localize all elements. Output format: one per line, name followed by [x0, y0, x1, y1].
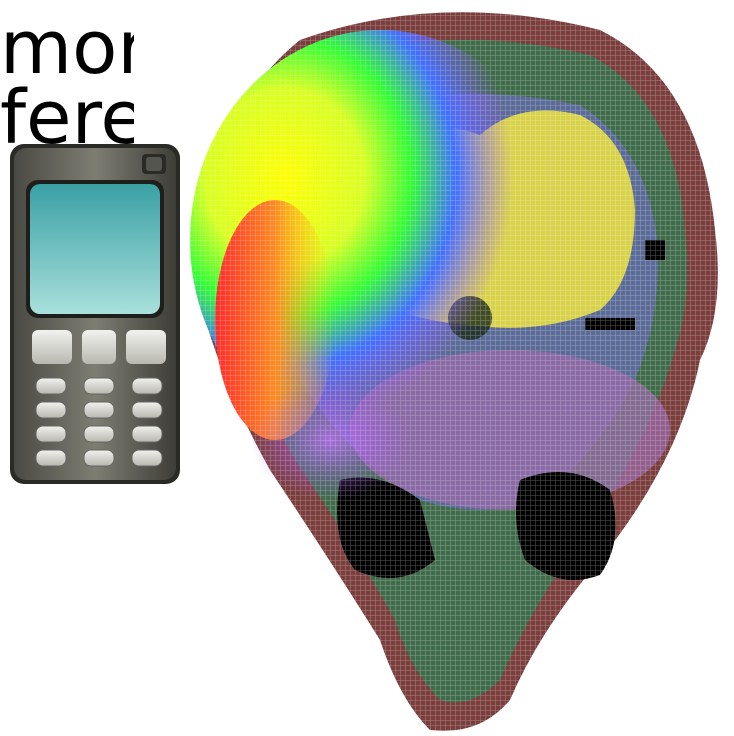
head-scan-image: [180, 0, 734, 736]
slide-text-line-1: mor: [0, 8, 134, 88]
mobile-phone-icon: [4, 140, 188, 488]
